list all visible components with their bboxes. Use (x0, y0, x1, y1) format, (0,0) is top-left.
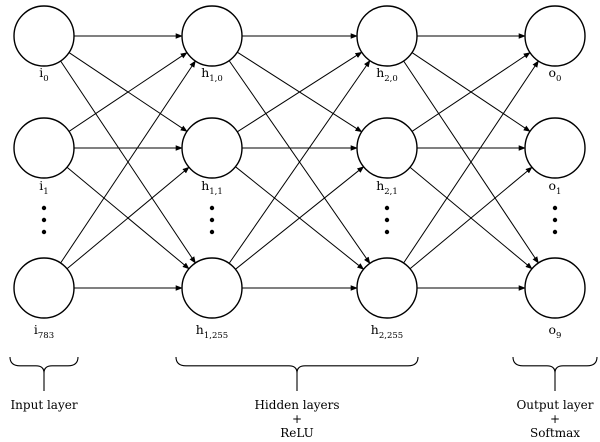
neuron-i-0 (13, 5, 75, 67)
ellipsis-dot (552, 205, 558, 211)
output-brace (512, 356, 598, 374)
neuron-h-1-255 (181, 257, 243, 319)
ellipsis-dot (552, 229, 558, 235)
output-layer-caption: + (550, 412, 560, 426)
ellipsis-dots (41, 205, 558, 235)
ellipsis-dot (384, 217, 390, 223)
hidden-layers-caption: Hidden layers (254, 398, 339, 412)
node-label: i783 (34, 322, 54, 341)
neurons (13, 5, 586, 319)
connection-arrow (235, 166, 365, 270)
connection-arrow (403, 60, 539, 264)
neuron-h-2-255 (356, 257, 418, 319)
hidden-brace (175, 356, 419, 374)
node-label: o1 (549, 178, 562, 197)
connection-arrow (66, 166, 190, 270)
neuron-h-1-1 (181, 117, 243, 179)
connection-arrow (411, 52, 531, 132)
layer-braces (9, 356, 598, 391)
node-label: h1,0 (201, 65, 223, 84)
connection-arrow (409, 166, 533, 270)
connection-arrow (228, 60, 371, 264)
node-label: i0 (39, 65, 48, 84)
connection-arrow (68, 52, 188, 132)
neuron-h-2-0 (356, 5, 418, 67)
neuron-o-1 (524, 117, 586, 179)
node-label: h1,255 (196, 322, 228, 341)
node-label: h2,1 (376, 178, 398, 197)
connection-arrow (60, 60, 196, 264)
connection-arrow (237, 51, 363, 133)
neuron-o-9 (524, 257, 586, 319)
input-layer-caption: Input layer (10, 398, 77, 412)
hidden-layers-caption: + (292, 412, 302, 426)
ellipsis-dot (209, 217, 215, 223)
ellipsis-dot (552, 217, 558, 223)
ellipsis-dot (41, 217, 47, 223)
node-label: i1 (39, 178, 48, 197)
node-label: h1,1 (201, 178, 223, 197)
ellipsis-dot (41, 229, 47, 235)
neuron-o-0 (524, 5, 586, 67)
neuron-i-783 (13, 257, 75, 319)
ellipsis-dot (384, 205, 390, 211)
output-layer-caption: Output layer (516, 398, 593, 412)
node-labels: i0 i1 i783 h1,0 h1,1 h1,255 h2,0 h2,1 h2,255 o0 o1… (34, 65, 562, 341)
output-layer-caption: Softmax (530, 426, 580, 440)
neuron-i-1 (13, 117, 75, 179)
ellipsis-dot (384, 229, 390, 235)
ellipsis-dot (41, 205, 47, 211)
input-brace (9, 356, 79, 374)
hidden-layers-caption: ReLU (280, 426, 314, 440)
ellipsis-dot (209, 229, 215, 235)
neuron-h-2-1 (356, 117, 418, 179)
node-label: o9 (549, 322, 562, 341)
connections (60, 33, 539, 291)
node-label: h2,255 (371, 322, 403, 341)
ellipsis-dot (209, 205, 215, 211)
node-label: o0 (549, 65, 562, 84)
node-label: h2,0 (376, 65, 398, 84)
neuron-h-1-0 (181, 5, 243, 67)
